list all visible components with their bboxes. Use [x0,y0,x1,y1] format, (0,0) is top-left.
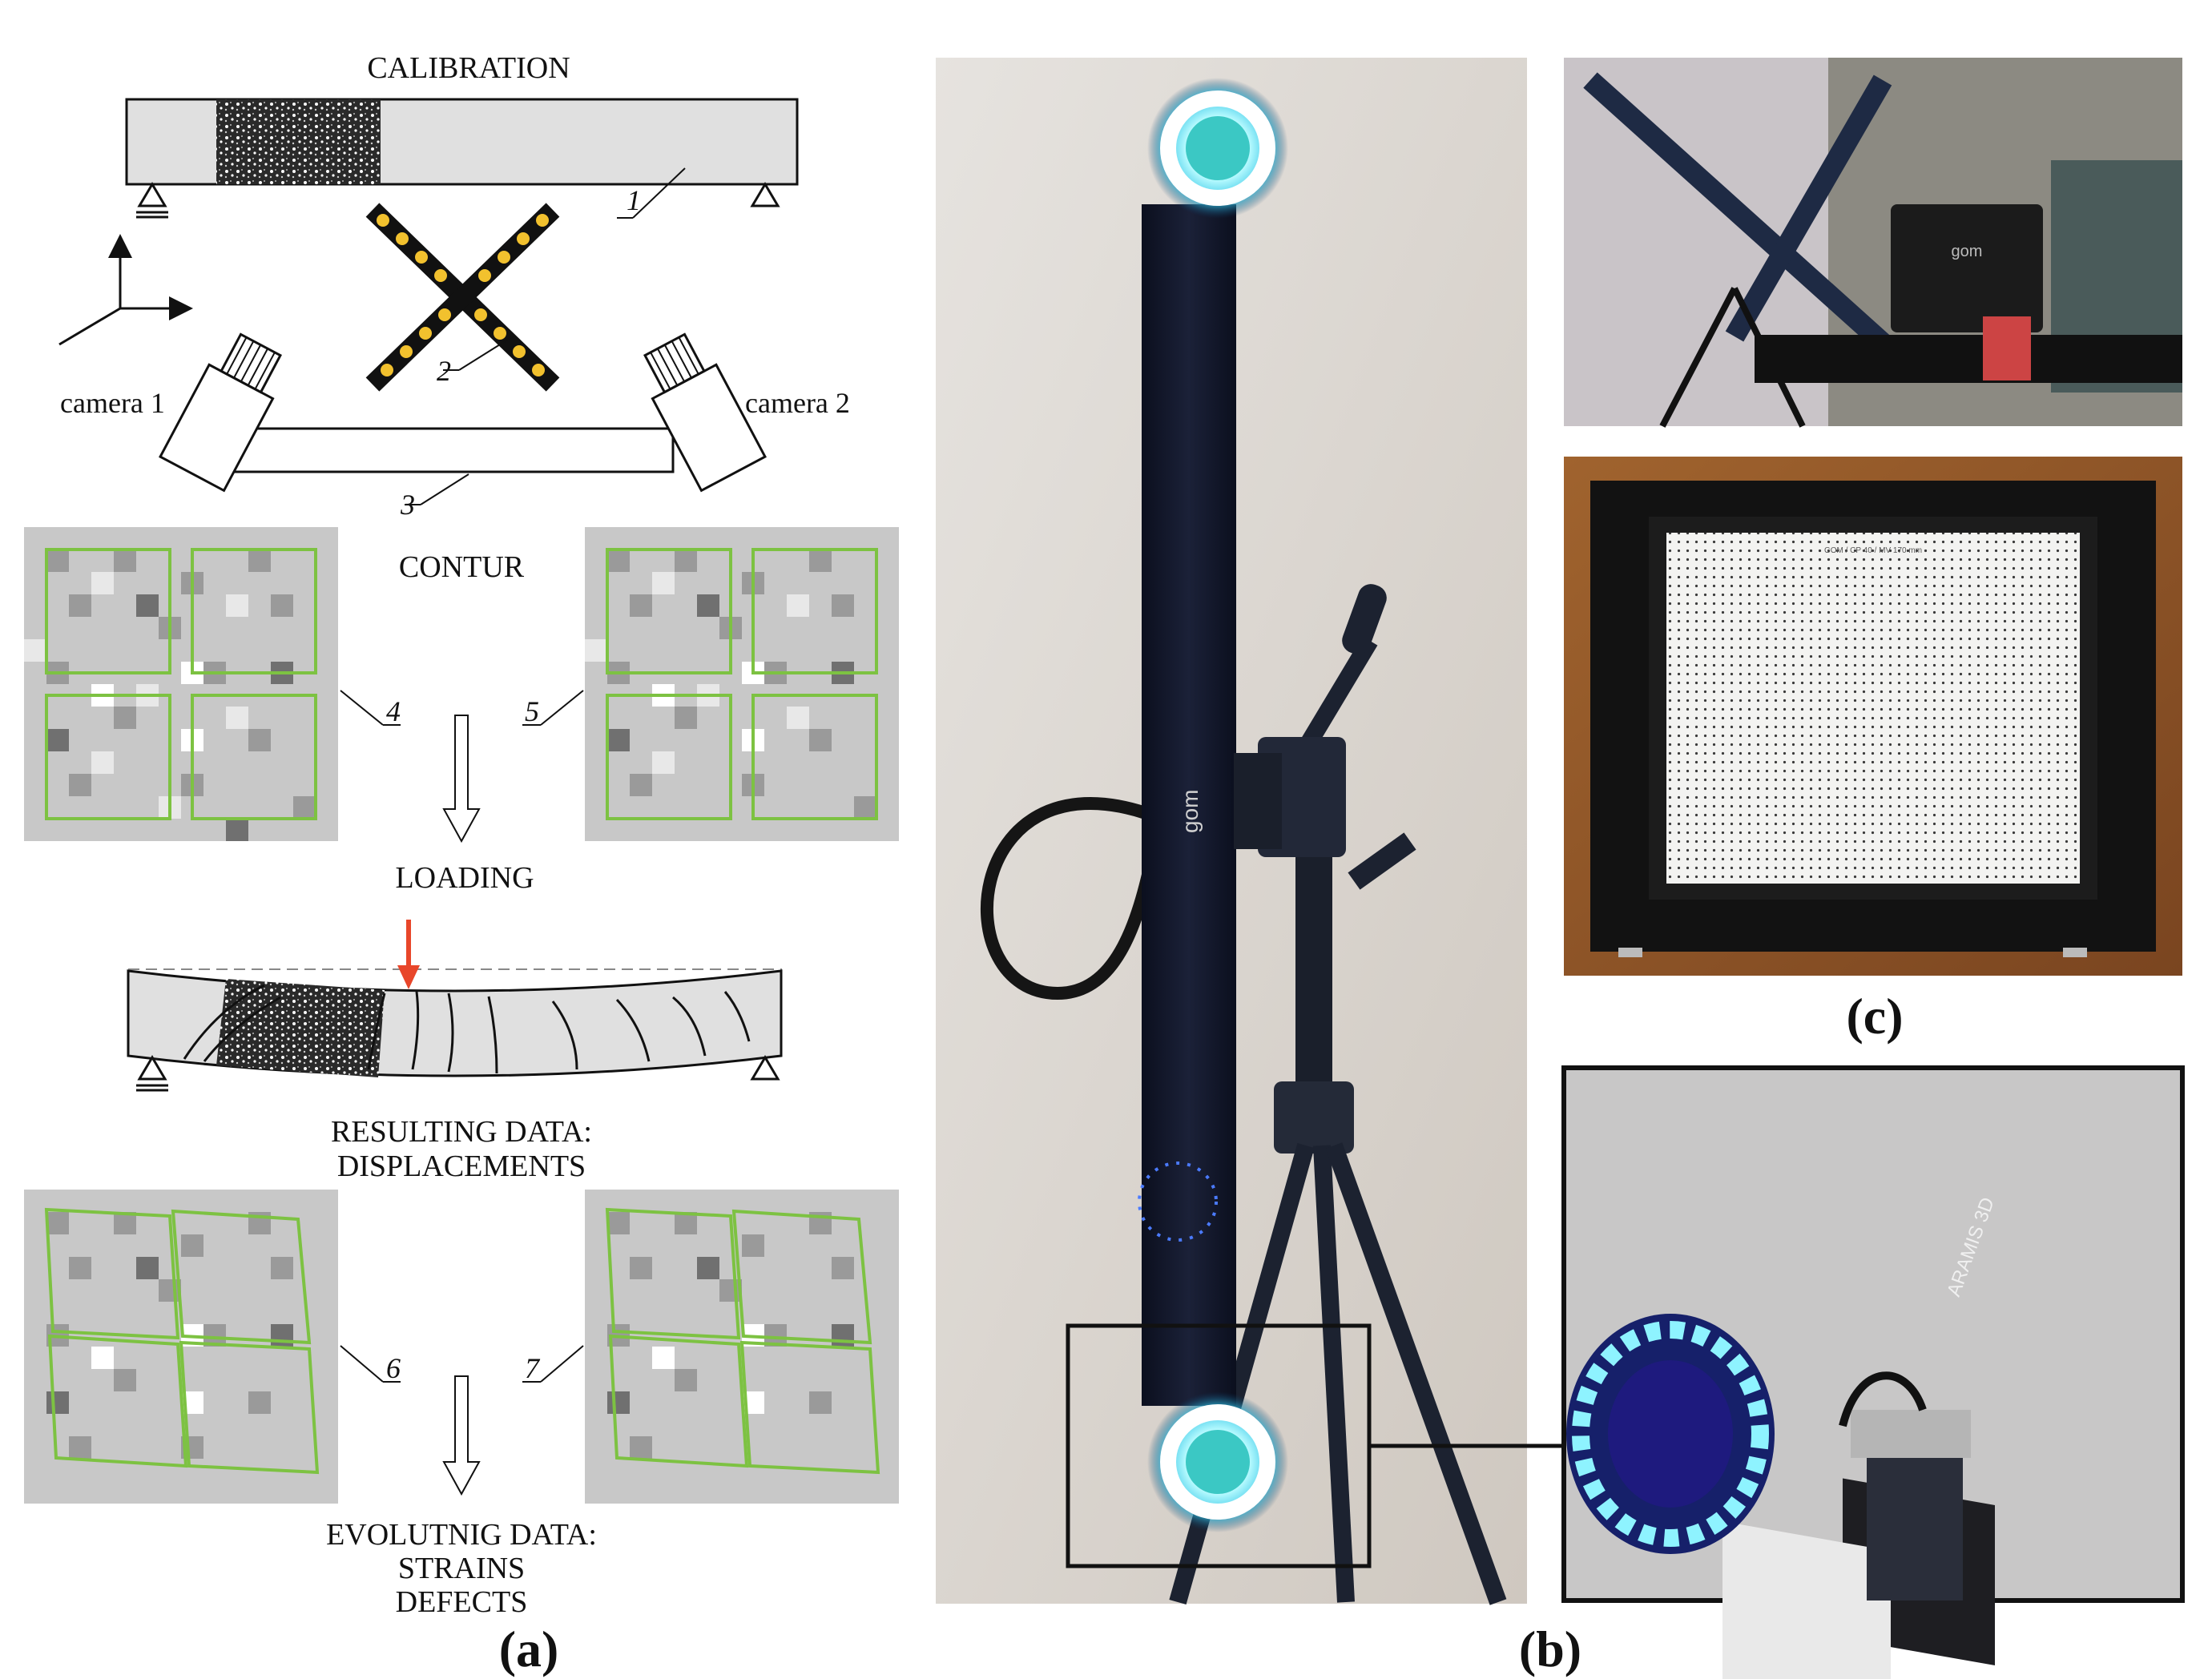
bar-bracket [1234,753,1282,849]
displacements-label: DISPLACEMENTS [337,1150,586,1183]
defects-label: DEFECTS [396,1585,528,1619]
panel-b-camera-system-photo: gom (b) [936,58,1590,1677]
panel-c-calibration-objects: gom GOM / CP 40 / MV 170 mm (c) ARAMIS 3… [1561,58,2185,1679]
bar-brand: gom [1178,790,1203,833]
callout-6: 6 [386,1352,401,1384]
camera-cable [980,796,1160,1001]
loaded-beam [127,968,783,1092]
panel-c-label: (c) [1846,988,1903,1045]
load-arrow [397,920,420,989]
calibration-cross [365,203,560,392]
callout-2: 2 [437,355,451,387]
speckle-image-4 [24,527,338,841]
panel-a-dic-procedure: CALIBRATION 1 [24,51,899,1677]
plate-caption: GOM / CP 40 / MV 170 mm [1824,546,1922,555]
sensor-closeup-photo: ARAMIS 3D [1561,1065,2185,1679]
status-led-ring [1138,1162,1218,1242]
speckle-image-5 [585,527,899,841]
calibration-title: CALIBRATION [367,51,570,85]
case-brand: gom [1952,243,1983,260]
calibration-cross-photo: gom [1564,58,2182,428]
bottom-camera-led-ring [1147,1391,1288,1532]
panel-a-label: (a) [499,1621,559,1677]
resulting-data-label: RESULTING DATA: [331,1115,592,1149]
calibration-plate-photo: GOM / CP 40 / MV 170 mm [1564,457,2182,976]
camera-bar [1142,204,1236,1406]
camera-2 [643,332,767,493]
callout-4: 4 [386,695,401,727]
camera-1-label: camera 1 [60,387,165,419]
down-arrow-2 [442,1375,481,1496]
crack [183,984,265,1060]
speckle-zone [216,99,381,184]
sensor-cable [1839,1371,1927,1427]
panel-b-label: (b) [1519,1621,1581,1677]
loading-label: LOADING [395,861,534,895]
calibration-beam [125,98,799,219]
callout-7: 7 [525,1352,541,1384]
callout-5: 5 [525,695,539,727]
coordinate-axes [58,234,193,346]
support-left-loaded [137,1055,167,1081]
support-right [750,182,780,207]
down-arrow-1 [442,715,481,844]
top-camera-led-ring [1147,78,1288,219]
stereo-camera-rig [159,332,767,493]
callout-3: 3 [400,489,415,521]
strains-label: STRAINS [398,1552,525,1585]
speckle-image-7 [585,1190,899,1504]
contur-label: CONTUR [399,550,525,584]
camera-2-label: camera 2 [745,387,850,419]
speckle-image-6 [24,1190,338,1504]
evolving-data-label: EVOLUTNIG DATA: [326,1518,597,1552]
support-right-loaded [750,1055,780,1081]
sensor-led-ring [1566,1314,1775,1554]
support-left [137,182,167,207]
callout-1: 1 [627,184,641,216]
camera-1 [159,332,282,493]
